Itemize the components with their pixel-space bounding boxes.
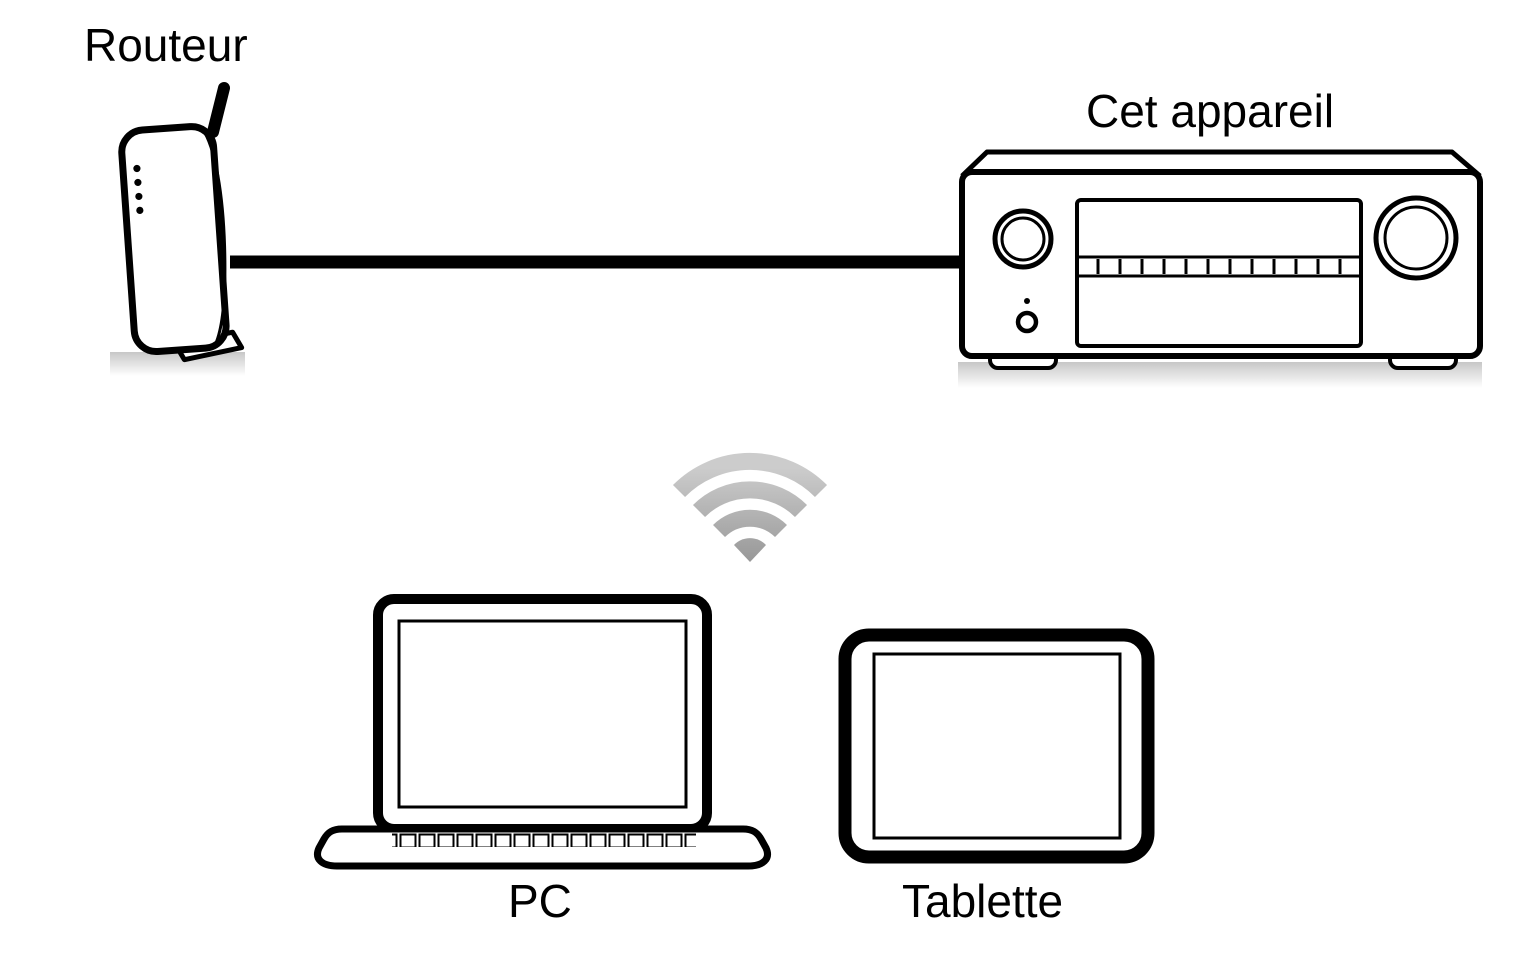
pc-label: PC <box>508 875 572 927</box>
router-led <box>134 178 142 187</box>
router-side-edge <box>201 127 227 346</box>
wifi-arc-inner <box>713 509 787 538</box>
tablet-label: Tablette <box>902 875 1064 927</box>
receiver-right-knob <box>1373 195 1459 281</box>
receiver-display-panel <box>1075 198 1363 348</box>
receiver-label: Cet appareil <box>1086 85 1335 137</box>
tablet-icon <box>838 628 1155 864</box>
wifi-icon <box>672 453 828 562</box>
router-antenna-icon <box>207 82 230 138</box>
receiver-power-led <box>1024 298 1030 304</box>
receiver-power-button <box>1015 310 1039 334</box>
wifi-arc-middle <box>692 481 808 518</box>
router-label: Routeur <box>84 19 248 71</box>
laptop-keyboard <box>392 830 696 847</box>
receiver-right-knob-inner <box>1383 205 1449 271</box>
laptop-screen <box>397 619 688 809</box>
receiver-vent-ticks <box>1096 259 1342 274</box>
router-icon <box>110 82 245 376</box>
laptop-icon <box>314 594 771 870</box>
router-led <box>135 192 143 201</box>
receiver-left-knob-inner <box>1000 216 1046 262</box>
wifi-dot <box>734 538 766 562</box>
router-body <box>118 123 230 356</box>
router-shadow <box>110 352 245 376</box>
router-led <box>136 206 144 214</box>
av-receiver-icon <box>958 149 1483 388</box>
router-led <box>133 164 141 173</box>
tablet-screen <box>872 652 1122 840</box>
wifi-arc-outer <box>672 453 828 498</box>
